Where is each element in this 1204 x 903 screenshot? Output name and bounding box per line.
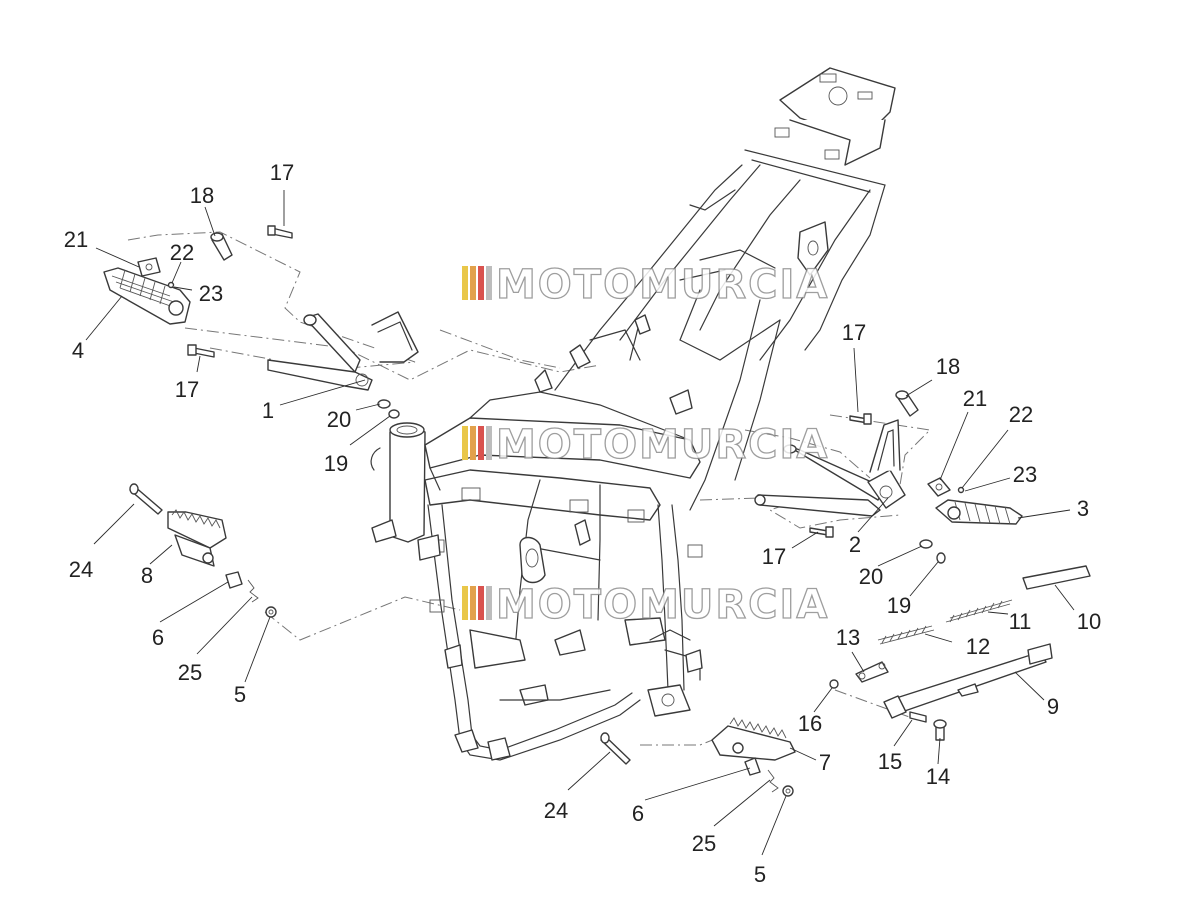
callout-7: 7 [819, 750, 831, 775]
watermark-bottom: MOTOMURCIA [462, 581, 829, 629]
callout-15: 15 [878, 749, 902, 774]
left-footpeg [103, 257, 191, 325]
side-stand-assembly [829, 565, 1091, 741]
callout-17-mid-right: 17 [762, 544, 786, 569]
callout-24-right: 24 [544, 798, 568, 823]
watermark-text: MOTOMURCIA [496, 582, 829, 628]
callout-2: 2 [849, 532, 861, 557]
callout-5-right: 5 [754, 862, 766, 887]
callout-4: 4 [72, 338, 84, 363]
callout-20-right: 20 [859, 564, 883, 589]
callout-21-left: 21 [64, 227, 88, 252]
callout-3: 3 [1077, 496, 1089, 521]
leader-lines [85, 190, 1075, 856]
callout-22-right: 22 [1009, 402, 1033, 427]
callout-21-right: 21 [963, 386, 987, 411]
right-rider-footrest [600, 717, 796, 797]
watermark-text: MOTOMURCIA [496, 262, 829, 308]
callout-25-left: 25 [178, 660, 202, 685]
callout-9: 9 [1047, 694, 1059, 719]
callout-23-right: 23 [1013, 462, 1037, 487]
callout-17-top-left: 17 [270, 160, 294, 185]
assembly-lines [127, 231, 932, 746]
callout-12: 12 [966, 634, 990, 659]
watermark-top: MOTOMURCIA [462, 261, 829, 309]
callout-19-left: 19 [324, 451, 348, 476]
watermark-text: MOTOMURCIA [496, 422, 829, 468]
right-footpeg [927, 477, 1023, 525]
callout-10: 10 [1077, 609, 1101, 634]
left-rider-footrest [129, 483, 277, 618]
callout-18-right: 18 [936, 354, 960, 379]
motorcycle-frame [370, 67, 896, 761]
callout-11: 11 [1009, 609, 1032, 634]
callout-24-left: 24 [69, 557, 93, 582]
left-footpeg-bracket [267, 311, 419, 391]
callout-14: 14 [926, 764, 950, 789]
callout-20-left: 20 [327, 407, 351, 432]
left-small-parts [187, 225, 400, 419]
callout-19-right: 19 [887, 593, 911, 618]
callout-17-mid-left: 17 [175, 377, 199, 402]
watermark-middle: MOTOMURCIA [462, 421, 829, 469]
callout-25-right: 25 [692, 831, 716, 856]
right-small-parts [809, 390, 946, 564]
callout-17-top-right: 17 [842, 320, 866, 345]
callout-22-left: 22 [170, 240, 194, 265]
callout-6-right: 6 [632, 801, 644, 826]
callout-23-left: 23 [199, 281, 223, 306]
right-footpeg-bracket [754, 419, 906, 517]
callout-16: 16 [798, 711, 822, 736]
callout-8: 8 [141, 563, 153, 588]
callout-1: 1 [262, 398, 274, 423]
callout-6-left: 6 [152, 625, 164, 650]
callout-5-left: 5 [234, 682, 246, 707]
callout-18-left: 18 [190, 183, 214, 208]
callout-13: 13 [836, 625, 860, 650]
callout-labels: 1 2 3 4 5 5 6 6 7 8 9 10 11 12 13 14 15 … [64, 160, 1101, 887]
